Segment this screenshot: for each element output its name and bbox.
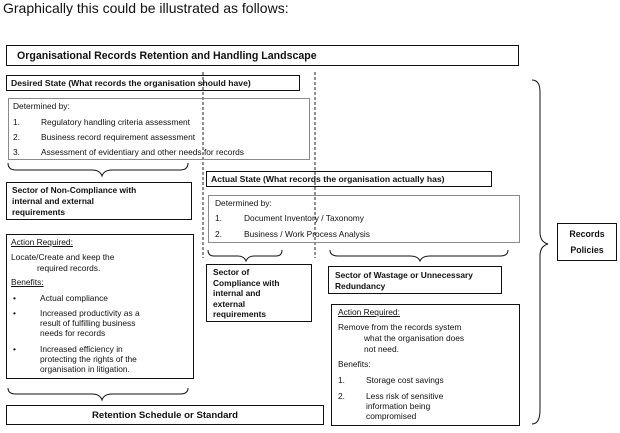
non-compliance-label-line: Sector of Non-Compliance with <box>12 185 137 195</box>
records-policies-brace <box>531 79 549 425</box>
actual-item: 1. Document Inventory / Taxonomy <box>215 213 515 224</box>
left-action-heading: Action Required: <box>11 237 73 247</box>
desired-item-num: 2. <box>13 132 20 142</box>
desired-item-num: 3. <box>13 147 20 157</box>
actual-item-num: 1. <box>215 213 222 223</box>
left-benefit-line: Increased productivity as a <box>40 308 140 318</box>
compliance-label-line: external <box>213 298 246 309</box>
desired-brace <box>7 162 189 178</box>
right-action-line: Remove from the records system <box>338 322 462 332</box>
desired-item: 1. Regulatory handling criteria assessme… <box>13 117 309 128</box>
right-actions-box: Action Required: Remove from the records… <box>331 304 520 426</box>
wastage-brace <box>329 249 509 263</box>
left-benefit-bullet: • <box>13 293 16 303</box>
right-benefit-line: Less risk of sensitive <box>366 391 444 401</box>
left-benefit-bullet: • <box>13 344 16 354</box>
actual-item-text: Document Inventory / Taxonomy <box>244 213 364 223</box>
retention-schedule-label: Retention Schedule or Standard <box>91 410 239 421</box>
right-benefit-line: compromised <box>366 411 417 421</box>
left-benefit-line: Increased efficiency in <box>40 344 123 354</box>
records-policies-box: Records Policies <box>557 223 617 261</box>
actual-determined-label: Determined by: <box>215 198 272 208</box>
desired-item-text: Regulatory handling criteria assessment <box>41 117 190 127</box>
non-compliance-sector-box: Sector of Non-Compliance with internal a… <box>6 182 192 220</box>
desired-determined-label: Determined by: <box>13 101 70 111</box>
left-actions-box: Action Required: Locate/Create and keep … <box>6 234 194 379</box>
actual-item-num: 2. <box>215 229 222 239</box>
left-benefit-bullet: • <box>13 308 16 318</box>
wastage-sector-box: Sector of Wastage or Unnecessary Redunda… <box>328 266 502 294</box>
left-benefit-line: result of fulfilling business <box>40 318 136 328</box>
left-action-line: Locate/Create and keep the <box>11 252 115 262</box>
compliance-label-line: internal and <box>213 288 261 299</box>
records-policies-line: Policies <box>570 245 604 255</box>
left-benefits-heading: Benefits: <box>11 277 44 287</box>
left-benefit-line: protecting the rights of the <box>40 354 137 364</box>
desired-item: 3. Assessment of evidentiary and other n… <box>13 147 309 158</box>
actual-determined-box: Determined by: 1. Document Inventory / T… <box>208 195 520 243</box>
retention-schedule-box: Retention Schedule or Standard <box>6 405 324 425</box>
diagram-title: Organisational Records Retention and Han… <box>17 50 317 62</box>
non-compliance-label-line: internal and external <box>12 196 94 206</box>
compliance-label-line: Sector of <box>213 267 250 277</box>
compliance-label-line: requirements <box>213 309 267 320</box>
desired-determined-box: Determined by: 1. Regulatory handling cr… <box>8 98 310 160</box>
non-compliance-label: Sector of Non-Compliance with internal a… <box>12 185 136 218</box>
wastage-label-line: Sector of Wastage or Unnecessary <box>335 270 473 280</box>
right-benefit-num: 2. <box>338 391 345 401</box>
records-policies-line: Records <box>569 229 605 239</box>
compliance-label-line: Compliance with <box>213 277 280 288</box>
actual-item: 2. Business / Work Process Analysis <box>215 229 515 240</box>
right-benefit-line: Storage cost savings <box>366 375 444 385</box>
right-benefit-line: information being <box>366 401 431 411</box>
wastage-label-line: Redundancy <box>335 281 386 291</box>
left-benefit-line: Actual compliance <box>40 293 108 303</box>
right-action-line: not need. <box>364 344 399 354</box>
wastage-label: Sector of Wastage or Unnecessary Redunda… <box>335 270 473 292</box>
desired-item: 2. Business record requirement assessmen… <box>13 132 309 143</box>
right-benefits-heading: Benefits: <box>338 359 371 369</box>
left-action-line: required records. <box>37 263 101 273</box>
right-benefit-num: 1. <box>338 375 345 385</box>
compliance-brace <box>207 249 283 263</box>
left-benefit-line: needs for records <box>40 328 106 338</box>
left-benefit-line: organisation in litigation. <box>40 364 130 374</box>
desired-item-num: 1. <box>13 117 20 127</box>
left-actions-brace <box>7 387 189 402</box>
actual-state-header: Actual State (What records the organisat… <box>211 174 445 184</box>
compliance-label: Sector of Compliance with internal and e… <box>213 267 280 320</box>
compliance-sector-box: Sector of Compliance with internal and e… <box>206 264 312 322</box>
desired-state-header: Desired State (What records the organisa… <box>11 78 251 88</box>
desired-item-text: Assessment of evidentiary and other need… <box>41 147 244 157</box>
title-box: Organisational Records Retention and Han… <box>6 45 519 66</box>
intro-text: Graphically this could be illustrated as… <box>3 0 289 16</box>
right-action-heading: Action Required: <box>338 307 400 317</box>
desired-state-header-box: Desired State (What records the organisa… <box>6 75 300 91</box>
actual-item-text: Business / Work Process Analysis <box>244 229 370 239</box>
actual-state-header-box: Actual State (What records the organisat… <box>206 171 492 187</box>
non-compliance-label-line: requirements <box>12 207 66 217</box>
desired-item-text: Business record requirement assessment <box>41 132 196 142</box>
right-action-line: what the organisation does <box>364 333 465 343</box>
